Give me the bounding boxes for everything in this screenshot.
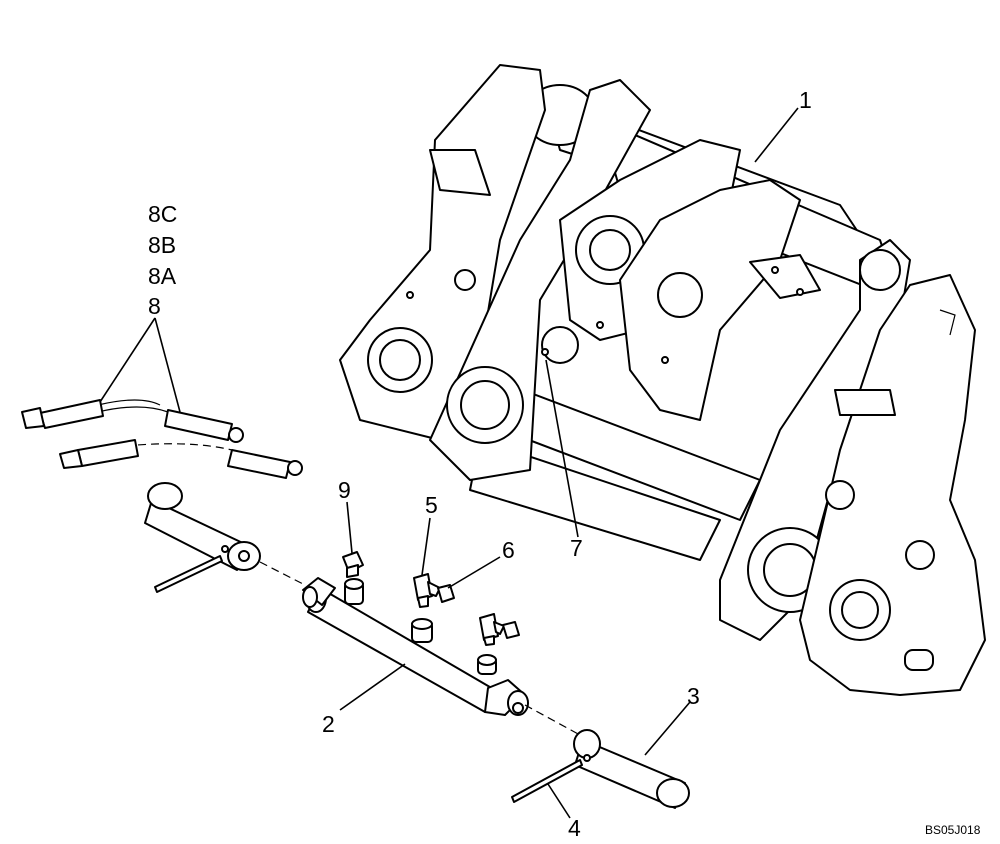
leader-6: [447, 556, 501, 589]
leader-4: [547, 783, 571, 819]
roll-pin-4: [511, 759, 583, 803]
leader-1: [754, 107, 799, 163]
coupler-frame: [339, 64, 986, 696]
callout-2: 2: [322, 711, 335, 737]
callout-3: 3: [687, 683, 700, 709]
alignment-line-left: [259, 561, 306, 586]
leader-5: [421, 517, 431, 576]
callout-8b: 8B: [148, 232, 176, 258]
elbow-fitting-lower: [479, 613, 520, 646]
callout-4: 4: [568, 815, 581, 841]
callout-7: 7: [570, 535, 583, 561]
hydraulic-cylinder: [302, 577, 529, 716]
hose-assembly-8: [21, 399, 303, 479]
alignment-line-right: [524, 704, 581, 736]
drawing-code: BS05J018: [925, 823, 981, 837]
leader-3: [644, 701, 691, 756]
cap-6: [437, 584, 455, 603]
callout-8c: 8C: [148, 201, 177, 227]
callout-9: 9: [338, 477, 351, 503]
callout-5: 5: [425, 492, 438, 518]
leader-8-a: [99, 317, 156, 403]
fitting-9: [342, 551, 364, 578]
elbow-fitting-5: [413, 573, 441, 608]
leader-9: [346, 501, 353, 554]
pin-left: [144, 482, 261, 593]
callout-6: 6: [502, 537, 515, 563]
callout-8: 8: [148, 293, 161, 319]
leader-7: [545, 359, 579, 538]
leader-8-b: [154, 317, 181, 413]
leader-2: [339, 663, 406, 711]
callout-1: 1: [799, 87, 812, 113]
callout-8a: 8A: [148, 263, 177, 289]
pin-3: [573, 729, 690, 809]
